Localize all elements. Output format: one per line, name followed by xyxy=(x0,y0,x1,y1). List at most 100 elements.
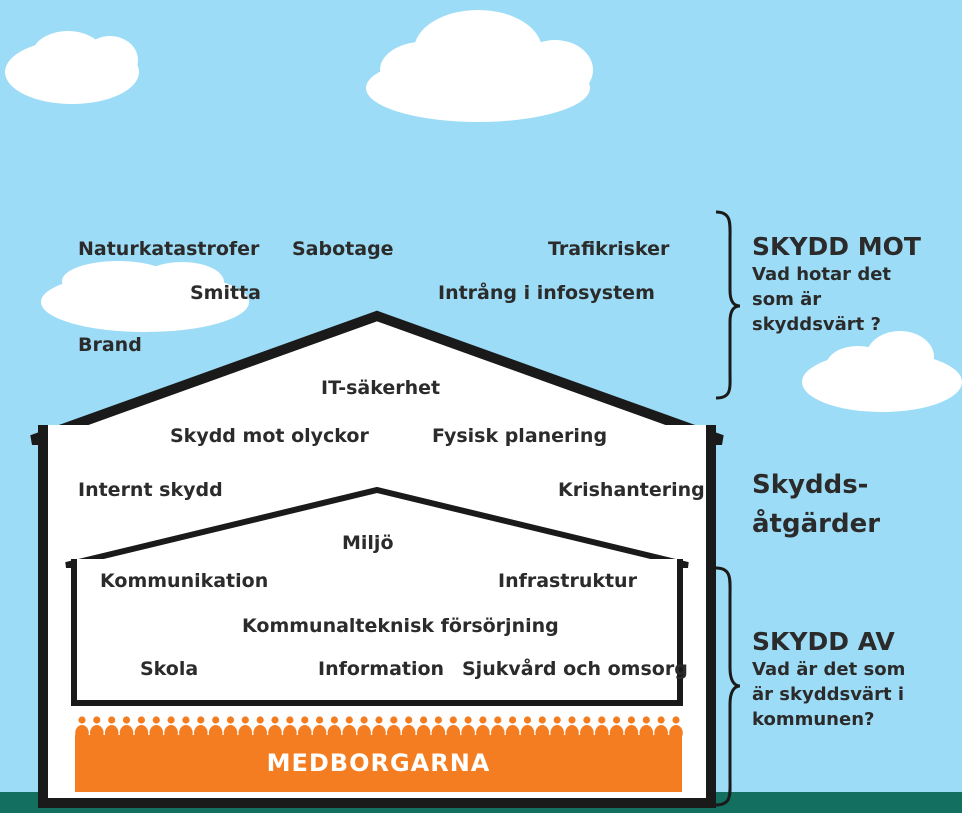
citizen-head xyxy=(449,716,457,724)
citizen-head xyxy=(241,716,249,724)
citizen-head xyxy=(301,716,309,724)
citizen-body xyxy=(298,725,312,741)
citizen-head xyxy=(212,716,220,724)
citizen-body xyxy=(238,725,253,741)
citizen-head xyxy=(256,716,264,724)
citizen-head xyxy=(375,716,383,724)
section-skydd-mot-line: som är xyxy=(752,289,822,311)
brace-skydd-av xyxy=(715,566,741,807)
citizen-body xyxy=(416,725,431,741)
asset-information: Information xyxy=(318,658,445,680)
citizen-body xyxy=(134,725,149,741)
section-skydd-av-line: är skyddsvärt i xyxy=(752,684,904,706)
citizen-head xyxy=(226,716,235,724)
threat-sabotage: Sabotage xyxy=(292,238,394,260)
citizen-head xyxy=(420,716,428,724)
citizen-body xyxy=(609,725,624,741)
citizen-body xyxy=(342,725,357,741)
citizen-body xyxy=(401,725,416,741)
citizen-head xyxy=(642,716,650,724)
citizen-body xyxy=(372,725,386,741)
citizen-body xyxy=(639,725,654,741)
cloud-top-left xyxy=(5,31,139,104)
citizen-head xyxy=(316,716,324,724)
citizen-body xyxy=(550,725,564,741)
threat-brand: Brand xyxy=(78,334,142,356)
citizen-body xyxy=(223,725,238,741)
citizen-head xyxy=(613,716,621,724)
inner-house-body xyxy=(71,559,683,706)
citizen-body xyxy=(75,725,89,741)
section-skyddsatgarder-line: åtgärder xyxy=(752,509,881,539)
citizen-body xyxy=(461,725,475,741)
asset-kommunalteknisk: Kommunalteknisk försörjning xyxy=(242,615,559,637)
citizen-body xyxy=(654,725,668,741)
section-skyddsatgarder: Skydds- åtgärder xyxy=(752,466,880,544)
citizen-head xyxy=(434,716,442,724)
citizen-body xyxy=(520,725,535,741)
citizen-head xyxy=(464,716,472,724)
measure-skydd-mot-olyckor: Skydd mot olyckor xyxy=(170,425,369,447)
citizen-body xyxy=(580,725,594,741)
section-skydd-av: SKYDD AV Vad är det som är skyddsvärt i … xyxy=(752,627,905,733)
citizen-head xyxy=(523,716,532,724)
cloud-middle-left xyxy=(41,261,249,332)
citizen-head xyxy=(598,716,606,724)
section-skydd-mot-title: SKYDD MOT xyxy=(752,232,921,261)
citizen-head xyxy=(345,716,353,724)
asset-sjukvard: Sjukvård och omsorg xyxy=(462,658,688,680)
asset-infrastruktur: Infrastruktur xyxy=(498,570,637,592)
citizen-body xyxy=(491,725,505,741)
citizen-head xyxy=(627,716,636,724)
citizen-body xyxy=(149,725,164,741)
citizen-head xyxy=(271,716,279,724)
section-skydd-mot-line: skyddsvärt ? xyxy=(752,314,881,336)
citizen-head xyxy=(538,716,546,724)
section-skydd-av-line: Vad är det som xyxy=(752,659,906,680)
citizen-head xyxy=(93,716,101,724)
citizen-body xyxy=(283,725,297,741)
citizens-heads xyxy=(75,716,683,741)
citizen-head xyxy=(657,716,665,724)
citizen-head xyxy=(508,716,517,724)
section-skydd-mot-line: Vad hotar det xyxy=(752,264,892,285)
citizen-head xyxy=(108,716,116,724)
threat-trafikrisker: Trafikrisker xyxy=(548,238,670,260)
citizen-body xyxy=(90,725,104,741)
measure-internt-skydd: Internt skydd xyxy=(78,479,223,501)
citizen-head xyxy=(390,716,398,724)
section-skydd-mot: SKYDD MOT Vad hotar det som är skyddsvär… xyxy=(752,232,921,338)
asset-miljo: Miljö xyxy=(342,532,394,554)
measure-it-sakerhet: IT-säkerhet xyxy=(321,377,441,399)
citizen-body xyxy=(327,725,342,741)
citizen-head xyxy=(152,716,160,724)
citizen-body xyxy=(179,725,193,741)
citizen-body xyxy=(669,725,683,741)
section-skydd-av-line: kommunen? xyxy=(752,709,875,731)
citizen-head xyxy=(167,716,175,724)
section-skydd-av-title: SKYDD AV xyxy=(752,627,895,656)
asset-skola: Skola xyxy=(140,658,199,680)
citizen-body xyxy=(624,725,639,741)
citizen-body xyxy=(595,725,609,741)
citizen-body xyxy=(253,725,267,741)
citizen-head xyxy=(122,716,131,724)
citizen-body xyxy=(431,725,446,741)
citizen-body xyxy=(446,725,461,741)
citizen-head xyxy=(360,716,368,724)
measure-krishantering: Krishantering xyxy=(558,479,705,501)
cloud-top-center xyxy=(366,10,593,122)
threat-intrang: Intrång i infosystem xyxy=(438,282,655,304)
citizen-head xyxy=(137,716,145,724)
citizen-body xyxy=(357,725,371,741)
citizen-head xyxy=(672,716,680,724)
section-skyddsatgarder-line: Skydds- xyxy=(752,470,869,500)
citizen-body xyxy=(104,725,119,741)
citizen-body xyxy=(164,725,178,741)
citizen-body xyxy=(208,725,223,741)
asset-kommunikation: Kommunikation xyxy=(100,570,269,592)
citizen-body xyxy=(268,725,282,741)
citizen-head xyxy=(330,716,338,724)
citizen-head xyxy=(494,716,502,724)
